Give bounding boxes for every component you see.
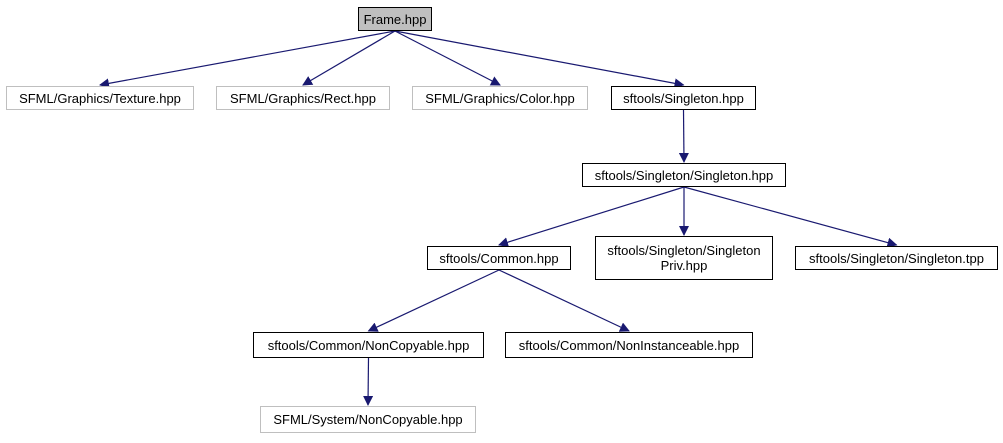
node-frame-hpp[interactable]: Frame.hpp: [358, 7, 432, 31]
node-label-line-1: sftools/Singleton/Singleton: [607, 243, 761, 258]
node-label: SFML/Graphics/Texture.hpp: [19, 90, 181, 106]
edge-noncopyable-to-sfml_noncopyable: [363, 357, 374, 406]
node-label: sftools/Singleton/Singleton.hpp: [594, 167, 774, 183]
node-label: sftools/Singleton/Singleton.tpp: [809, 250, 984, 266]
edge-singleton_inner-to-singleton_tpp: [683, 186, 898, 248]
edge-frame-to-texture: [99, 30, 396, 89]
node-sfml-system-noncopyable[interactable]: SFML/System/NonCopyable.hpp: [260, 406, 476, 433]
node-sftools-singleton[interactable]: sftools/Singleton.hpp: [611, 86, 756, 110]
edge-singleton_inner-to-common: [498, 186, 685, 248]
node-sfml-texture[interactable]: SFML/Graphics/Texture.hpp: [6, 86, 194, 110]
node-sfml-color[interactable]: SFML/Graphics/Color.hpp: [412, 86, 588, 110]
node-sftools-common[interactable]: sftools/Common.hpp: [427, 246, 571, 270]
node-label: SFML/Graphics/Rect.hpp: [230, 90, 376, 106]
edge-frame-to-rect: [302, 30, 396, 86]
node-label: SFML/System/NonCopyable.hpp: [273, 412, 463, 427]
node-sftools-singleton-priv[interactable]: sftools/Singleton/Singleton Priv.hpp: [595, 236, 773, 280]
node-sftools-common-noninstanceable[interactable]: sftools/Common/NonInstanceable.hpp: [505, 332, 753, 358]
edge-frame-to-color: [394, 30, 501, 86]
node-label: SFML/Graphics/Color.hpp: [425, 90, 575, 106]
node-label: sftools/Common.hpp: [439, 250, 559, 266]
node-label: sftools/Common/NonCopyable.hpp: [267, 337, 470, 353]
node-label: sftools/Singleton.hpp: [623, 90, 744, 106]
node-sftools-common-noncopyable[interactable]: sftools/Common/NonCopyable.hpp: [253, 332, 484, 358]
node-label: sftools/Common/NonInstanceable.hpp: [518, 337, 740, 353]
edge-group: [99, 30, 898, 406]
node-sftools-singleton-singleton[interactable]: sftools/Singleton/Singleton.hpp: [582, 163, 786, 187]
edge-singleton-to-singleton_inner: [678, 109, 689, 163]
edge-common-to-noninstanceable: [498, 269, 630, 332]
edge-common-to-noncopyable: [367, 269, 500, 332]
node-label: Frame.hpp: [363, 11, 427, 27]
edge-frame-to-singleton: [394, 30, 685, 89]
node-sfml-rect[interactable]: SFML/Graphics/Rect.hpp: [216, 86, 390, 110]
node-label-line-2: Priv.hpp: [660, 258, 708, 273]
node-sftools-singleton-tpp[interactable]: sftools/Singleton/Singleton.tpp: [795, 246, 998, 270]
